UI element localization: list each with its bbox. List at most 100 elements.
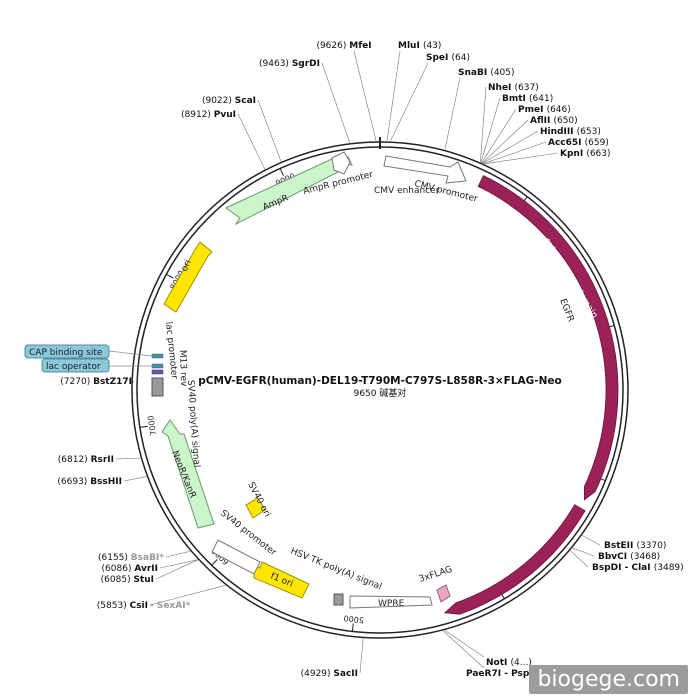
svg-text:Acc65I (659): Acc65I (659) xyxy=(548,138,609,148)
site-leader xyxy=(359,638,364,674)
site-sacii[interactable]: (4929) SacII xyxy=(301,669,358,679)
site-snabi[interactable]: SnaBI (405) xyxy=(458,68,515,78)
site-name: ScaI xyxy=(235,96,256,106)
watermark: biogege.com xyxy=(529,665,688,694)
site-pvui[interactable]: (8912) PvuI xyxy=(181,110,236,120)
site-position: (405) xyxy=(490,68,514,78)
site-spei[interactable]: SpeI (64) xyxy=(426,53,470,63)
site-name: PaeR7I - PspXI - XhoI xyxy=(466,669,576,679)
feature-egfr: extracellular domain EGFR cy... EGFR xyxy=(443,175,619,615)
site-stui[interactable]: (6085) StuI xyxy=(101,575,154,585)
site-avrii[interactable]: (6086) AvrII xyxy=(102,564,158,574)
feature-lac: lac promoter M13 rev xyxy=(151,321,188,397)
tick-label: 5000 xyxy=(343,613,364,624)
site-name: RsrII xyxy=(91,455,114,465)
tick-mark xyxy=(351,623,354,632)
callout-lac-operator[interactable]: lac operator xyxy=(41,358,152,373)
site-leader xyxy=(390,62,429,142)
site-nhei[interactable]: NheI (637) xyxy=(488,83,539,93)
site-leader xyxy=(165,551,191,558)
site-leader xyxy=(123,476,147,482)
site-position: (7270) xyxy=(60,377,93,387)
m13-label: M13 rev xyxy=(177,350,188,387)
site-leader xyxy=(442,630,485,669)
site-name: BstZ17I xyxy=(93,377,132,387)
callout-cap[interactable]: CAP binding site xyxy=(24,344,153,359)
site-leader xyxy=(159,559,198,569)
svg-text:KpnI (663): KpnI (663) xyxy=(560,149,611,159)
site-leader xyxy=(484,152,559,165)
site-position: (650) xyxy=(553,116,577,126)
site-aflii[interactable]: AflII (650) xyxy=(530,116,578,126)
site-name: NheI xyxy=(488,83,515,93)
site-rsrii[interactable]: (6812) RsrII xyxy=(58,455,114,465)
site-leader xyxy=(149,584,226,606)
site-bsteii[interactable]: BstEII (3370) xyxy=(604,541,666,551)
svg-text:(5853) CsiI: (5853) CsiI xyxy=(97,601,148,611)
site-position: (663) xyxy=(586,149,610,159)
svg-text:(6693) BssHII: (6693) BssHII xyxy=(57,477,122,487)
site-name: PvuI xyxy=(214,110,236,120)
site-name: BbvCI xyxy=(598,552,630,562)
svg-text:HindIII (653): HindIII (653) xyxy=(540,127,601,137)
site-leader xyxy=(570,550,589,568)
site-leader xyxy=(572,547,595,557)
tick-mark xyxy=(166,273,174,279)
site-bbvci[interactable]: BbvCI (3468) xyxy=(598,552,660,562)
feature-ampr: AmpR AmpR promoter xyxy=(225,151,374,226)
site-bspdi-clai[interactable]: BspDI - ClaI (3489) xyxy=(592,563,684,573)
site-position: (4929) xyxy=(301,669,334,679)
svg-text:(9626) MfeI: (9626) MfeI xyxy=(316,41,371,51)
svg-text:SpeI (64): SpeI (64) xyxy=(426,53,470,63)
feature-wpre: WPRE xyxy=(333,593,433,609)
lac-promoter-label: lac promoter xyxy=(163,321,179,380)
site-bsabi-[interactable]: (6155) BsaBI* xyxy=(98,553,164,563)
site-name: BssHII xyxy=(90,477,122,487)
site-pmei[interactable]: PmeI (646) xyxy=(518,105,571,115)
site-kpni[interactable]: KpnI (663) xyxy=(560,149,611,159)
site-position: (6155) xyxy=(98,553,131,563)
svg-text:BspDI - ClaI (3489): BspDI - ClaI (3489) xyxy=(592,563,684,573)
sexai-label: - SexAI* xyxy=(150,601,191,611)
site-name: HindIII xyxy=(540,127,577,137)
site-csii[interactable]: (5853) CsiI xyxy=(97,601,148,611)
site-leader xyxy=(444,630,485,658)
site-noti[interactable]: NotI (4...) xyxy=(486,658,532,668)
svg-text:SnaBI (405): SnaBI (405) xyxy=(458,68,515,78)
site-position: (646) xyxy=(547,105,571,115)
site-position: (3468) xyxy=(630,552,660,562)
site-name: SacII xyxy=(333,669,358,679)
site-name: SnaBI xyxy=(458,68,490,78)
flag-label: 3xFLAG xyxy=(418,565,454,585)
svg-text:NotI (4...): NotI (4...) xyxy=(486,658,532,668)
site-hindiii[interactable]: HindIII (653) xyxy=(540,127,601,137)
svg-text:(9022) ScaI: (9022) ScaI xyxy=(202,96,256,106)
site-name: BspDI - ClaI xyxy=(592,563,654,573)
site-position: (9463) xyxy=(259,59,292,69)
site-position: (641) xyxy=(529,94,553,104)
site-bmti[interactable]: BmtI (641) xyxy=(502,94,553,104)
site-bstz17i[interactable]: (7270) BstZ17I xyxy=(60,377,132,387)
cmv-enhancer-label: CMV enhancer xyxy=(374,186,440,196)
site-acc65i[interactable]: Acc65I (659) xyxy=(548,138,609,148)
site-position: (637) xyxy=(515,83,539,93)
site-leader xyxy=(257,99,282,162)
site-sgrdi[interactable]: (9463) SgrDI xyxy=(259,59,320,69)
site-bsshii[interactable]: (6693) BssHII xyxy=(57,477,122,487)
site-position: (659) xyxy=(585,138,609,148)
site-name: BsaBI* xyxy=(131,553,164,563)
site-leader xyxy=(353,50,377,142)
site-position: (64) xyxy=(452,53,470,63)
feature-sv40-ori: SV40 ori xyxy=(245,481,272,519)
site-scai[interactable]: (9022) ScaI xyxy=(202,96,256,106)
site-mlui[interactable]: MluI (43) xyxy=(398,41,441,51)
svg-text:(9463) SgrDI: (9463) SgrDI xyxy=(259,59,320,69)
site-leader xyxy=(237,113,266,170)
site-position: (3489) xyxy=(654,563,684,573)
svg-text:AflII (650): AflII (650) xyxy=(530,116,578,126)
site-leader xyxy=(481,108,517,163)
site-name: StuI xyxy=(133,575,154,585)
tick-mark xyxy=(279,168,284,176)
site-position: (4...) xyxy=(511,658,532,668)
site-mfei[interactable]: (9626) MfeI xyxy=(316,41,371,51)
